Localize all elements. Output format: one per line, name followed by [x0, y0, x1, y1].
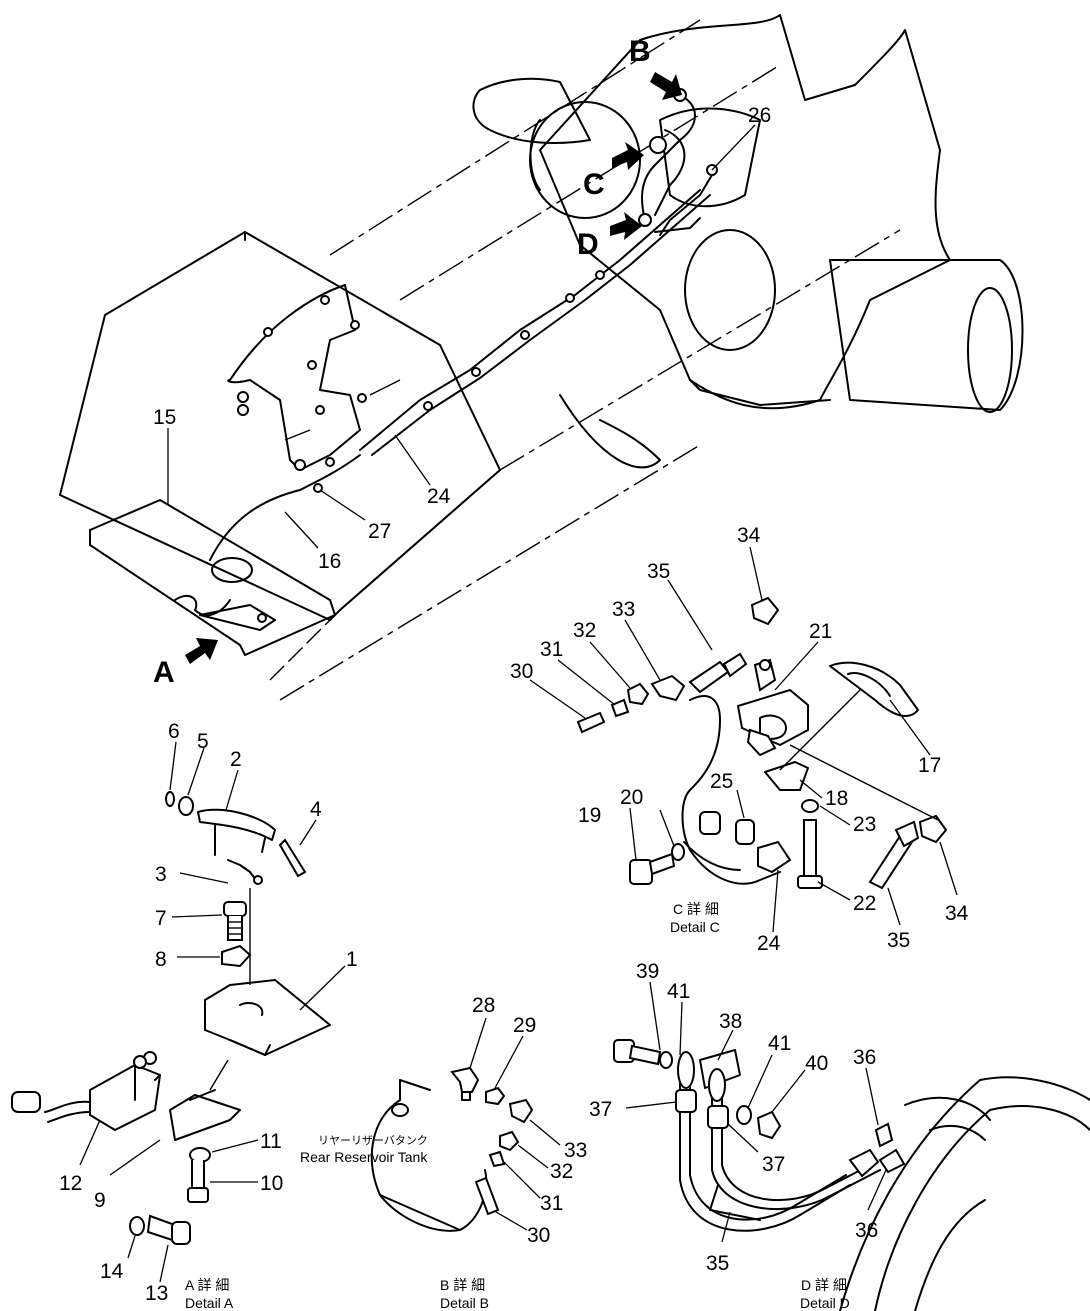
part-number-24-c: 24 [757, 932, 781, 955]
part-number-35-d: 35 [706, 1252, 729, 1275]
part-number-36-bottom: 36 [855, 1219, 878, 1242]
detail-a-caption-jp: A 詳 細 [185, 1277, 229, 1293]
part-number-14: 14 [100, 1260, 124, 1283]
part-number-33-b: 33 [564, 1139, 587, 1162]
part-number-23: 23 [853, 813, 876, 836]
part-number-32-b: 32 [550, 1160, 573, 1183]
part-number-39: 39 [636, 960, 659, 983]
arrow-b-icon [650, 72, 682, 100]
part-number-32-c: 32 [573, 619, 596, 642]
part-number-40: 40 [805, 1052, 828, 1075]
part-number-38: 38 [719, 1010, 742, 1033]
part-number-21: 21 [809, 620, 832, 643]
part-number-34-top: 34 [737, 524, 761, 547]
part-number-26: 26 [748, 104, 771, 127]
detail-b-caption: Detail B [440, 1295, 489, 1311]
detail-c: 34 35 33 32 31 30 21 17 18 25 23 22 19 2… [510, 524, 969, 955]
part-number-7: 7 [155, 907, 167, 930]
part-number-3: 3 [155, 863, 167, 886]
part-number-30-c: 30 [510, 660, 533, 683]
detail-a-caption: Detail A [185, 1295, 234, 1311]
rear-reservoir-tank-label-jp: リヤーリザーバタンク [318, 1134, 428, 1147]
part-number-37-right: 37 [762, 1153, 785, 1176]
part-number-35-c: 35 [887, 929, 910, 952]
rear-reservoir-tank-label: Rear Reservoir Tank [300, 1149, 428, 1165]
part-number-36-top: 36 [853, 1046, 876, 1069]
part-number-8: 8 [155, 948, 167, 971]
detail-a: 6 5 2 4 3 7 8 1 11 10 9 12 14 13 A 詳 細 D… [11, 720, 358, 1311]
part-number-10: 10 [260, 1172, 283, 1195]
part-number-31-b: 31 [540, 1192, 563, 1215]
tray-plate [89, 499, 336, 656]
detail-d-caption: Detail D [800, 1295, 850, 1311]
wiring-harness [209, 189, 711, 561]
part-number-4: 4 [310, 798, 322, 821]
part-number-31-c: 31 [540, 638, 563, 661]
part-number-5: 5 [197, 730, 209, 753]
part-number-17: 17 [918, 754, 941, 777]
arrow-c-icon [612, 142, 644, 170]
part-number-18: 18 [825, 787, 848, 810]
view-arrows [185, 72, 682, 664]
part-number-2: 2 [230, 748, 242, 771]
part-number-25: 25 [710, 770, 733, 793]
view-letter-b: B [629, 35, 651, 68]
part-number-41-left: 41 [667, 980, 690, 1003]
view-letter-d: D [577, 228, 599, 261]
part-number-11: 11 [260, 1130, 282, 1153]
part-number-29: 29 [513, 1014, 536, 1037]
part-number-9: 9 [94, 1189, 106, 1212]
detail-c-caption: Detail C [670, 919, 720, 935]
part-number-12: 12 [59, 1172, 82, 1195]
part-number-13: 13 [145, 1282, 168, 1305]
part-number-30-b: 30 [527, 1224, 550, 1247]
part-number-19: 19 [578, 804, 601, 827]
part-number-24-main: 24 [427, 485, 451, 508]
part-number-33-c: 33 [612, 598, 635, 621]
part-number-27: 27 [368, 520, 391, 543]
rear-axle-housing [472, 14, 1024, 469]
frame-outline [269, 19, 901, 701]
part-number-28: 28 [472, 994, 495, 1017]
arrow-a-icon [185, 638, 218, 664]
detail-c-caption-jp: C 詳 細 [673, 901, 719, 917]
part-number-22: 22 [853, 892, 876, 915]
part-number-6: 6 [168, 720, 180, 743]
detail-b-caption-jp: B 詳 細 [440, 1277, 485, 1293]
part-number-1: 1 [346, 948, 358, 971]
part-number-35-top: 35 [647, 560, 670, 583]
part-number-15: 15 [153, 406, 176, 429]
detail-d: 39 41 38 41 40 36 36 37 37 35 D 詳 細 Deta… [589, 960, 1090, 1311]
part-number-16: 16 [318, 550, 341, 573]
part-number-34-c: 34 [945, 902, 969, 925]
view-letter-a: A [153, 656, 175, 689]
part-number-41-right: 41 [768, 1032, 791, 1055]
part-number-20: 20 [620, 786, 643, 809]
part-number-37-left: 37 [589, 1098, 612, 1121]
arrow-d-icon [610, 212, 642, 240]
main-assembly-view: B C D A 15 16 27 24 26 [59, 14, 1024, 701]
cover-box [59, 231, 501, 621]
detail-b: 28 29 33 32 31 30 リヤーリザーバタンク Rear Reserv… [300, 994, 587, 1311]
detail-d-caption-jp: D 詳 細 [801, 1277, 847, 1293]
view-letter-c: C [583, 168, 605, 201]
